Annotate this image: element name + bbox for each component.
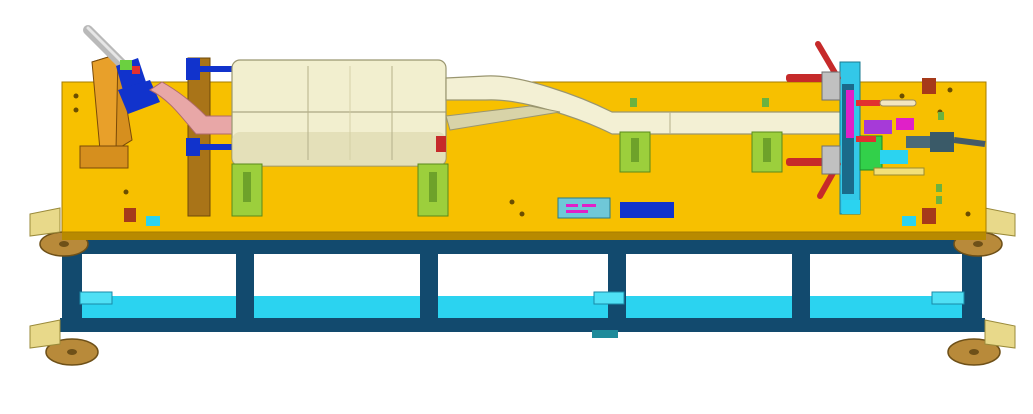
caster-wheel [59, 241, 69, 247]
leveling-foot [29, 207, 61, 237]
corner-fittings [124, 78, 936, 226]
stand-base [79, 145, 129, 169]
outlet-pipe-lower [445, 105, 561, 131]
dowel-marker [630, 98, 637, 107]
cyan-foot [842, 200, 860, 214]
frame-corner-plate [592, 330, 618, 338]
frame-corner-plate [931, 291, 965, 305]
plate-edge [62, 230, 986, 240]
mount-hole [73, 93, 79, 99]
blue-id-block [620, 202, 674, 218]
outlet-connector [930, 132, 954, 152]
caster-wheel [973, 241, 983, 247]
locator-block [132, 66, 140, 74]
muffler [231, 59, 447, 167]
frame-top-beam [60, 238, 985, 254]
support-bracket-slot [429, 172, 437, 202]
caster-wheel [969, 349, 979, 355]
fitting-post [922, 208, 936, 224]
frame-cyan-rail [64, 296, 982, 318]
base-frame [60, 238, 985, 338]
fitting-post [146, 216, 160, 226]
support-bracket-slot [763, 138, 771, 162]
dowel-marker [936, 196, 942, 204]
fitting-post [124, 208, 136, 222]
purple-locator [864, 120, 892, 134]
leveling-foot [29, 319, 61, 349]
support-bracket-slot [243, 172, 251, 202]
fitting-post [922, 78, 936, 94]
clamp-pad [186, 138, 200, 156]
frame-corner-plate [79, 291, 113, 305]
mount-hole [509, 199, 515, 205]
nameplate-mark [582, 204, 596, 207]
right-clamp-assembly [786, 41, 986, 215]
mount-hole [947, 87, 953, 93]
muffler-shade [232, 132, 446, 166]
upright-post [187, 57, 211, 217]
nameplate-mark [566, 210, 588, 213]
frame-leg [420, 254, 438, 318]
mount-hole [965, 211, 971, 217]
toggle-clamp-body [821, 145, 841, 175]
magenta-locator [846, 90, 854, 138]
toggle-clamp-handle [786, 74, 826, 82]
red-pin [856, 100, 880, 106]
frame-corner-plate [593, 291, 625, 305]
red-pin [856, 136, 876, 142]
frame-leg [792, 254, 810, 318]
mount-hole [73, 107, 79, 113]
support-bracket-slot [631, 138, 639, 162]
mount-hole [519, 211, 525, 217]
frame-leg [62, 254, 82, 318]
clamp-rod [200, 144, 234, 150]
dowel-marker [936, 184, 942, 192]
magenta-clamp [896, 118, 914, 130]
yellow-slide [873, 167, 925, 176]
cyan-block [880, 150, 908, 164]
mount-hole [123, 189, 129, 195]
frame-bottom-beam [60, 318, 985, 332]
frame-leg [608, 254, 626, 318]
locator-block [118, 80, 160, 114]
toggle-clamp-body [821, 71, 841, 101]
nameplate [557, 197, 611, 219]
cream-pin [879, 99, 917, 107]
locator-block [120, 60, 132, 70]
leveling-foot [984, 207, 1016, 237]
fitting-post [902, 216, 916, 226]
nameplate-mark [566, 204, 578, 207]
toggle-clamp-handle [786, 158, 826, 166]
left-stand [79, 25, 160, 169]
leveling-foot [984, 319, 1016, 349]
support-brackets [231, 131, 783, 217]
frame-leg [962, 254, 982, 318]
upright-posts [186, 57, 234, 217]
outlet-hose [953, 137, 986, 147]
clamp-rod [200, 66, 234, 72]
dowel-marker [762, 98, 769, 107]
plate-labels [557, 197, 674, 219]
dowel-marker [938, 112, 944, 120]
muffler-strap [436, 136, 446, 152]
frame-leg [236, 254, 254, 318]
mount-hole [899, 93, 905, 99]
handle-rod-highlight [86, 26, 126, 66]
outlet-connector [906, 136, 936, 148]
clamp-pad [186, 58, 200, 80]
caster-wheel [67, 349, 77, 355]
